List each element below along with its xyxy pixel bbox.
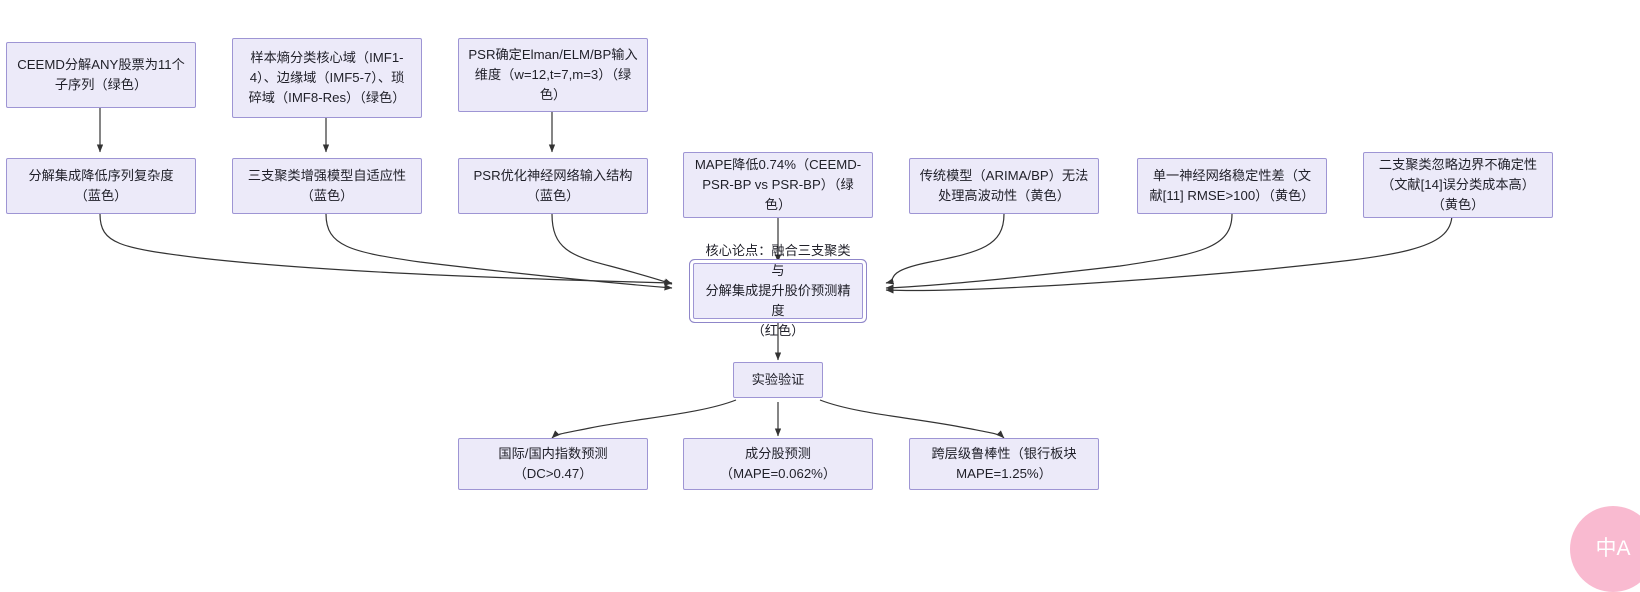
node-single-nn-unstable-label: 单一神经网络稳定性差（文 献[11] RMSE>100）（黄色） [1149,167,1315,203]
node-mape-gain[interactable]: MAPE降低0.74%（CEEMD- PSR-BP vs PSR-BP）（绿 色… [683,152,873,218]
node-ceemd-decompose[interactable]: CEEMD分解ANY股票为11个 子序列（绿色） [6,42,196,108]
node-reduce-complexity-label: 分解集成降低序列复杂度 （蓝色） [28,167,174,203]
node-two-way-ignore-label: 二支聚类忽略边界不确定性 （文献[14]误分类成本高） （黄色） [1378,156,1538,213]
node-experiment-label: 实验验证 [751,371,805,387]
watermark-badge: 中A [1570,506,1640,592]
node-psr-optimize-label: PSR优化神经网络输入结构 （蓝色） [473,167,633,203]
edge-psropt-to-core [551,213,673,285]
node-psr-input-dim[interactable]: PSR确定Elman/ELM/BP输入 维度（w=12,t=7,m=3）（绿 色… [458,38,648,112]
node-experiment[interactable]: 实验验证 [733,362,823,398]
edge-reduce-to-core [99,213,673,286]
edge-exp-to-robust [819,399,1005,439]
node-traditional-limit-label: 传统模型（ARIMA/BP）无法 处理高波动性（黄色） [919,167,1089,203]
node-two-way-ignore[interactable]: 二支聚类忽略边界不确定性 （文献[14]误分类成本高） （黄色） [1363,152,1553,218]
node-reduce-complexity[interactable]: 分解集成降低序列复杂度 （蓝色） [6,158,196,214]
node-three-way-adaptive-label: 三支聚类增强模型自适应性 （蓝色） [247,167,407,203]
edge-exp-to-index [551,399,737,439]
edge-twoway-to-core [885,213,1453,294]
node-core-claim[interactable]: 核心论点：融合三支聚类与 分解集成提升股价预测精度 （红色） [693,243,863,338]
node-ceemd-decompose-label: CEEMD分解ANY股票为11个 子序列（绿色） [17,56,185,92]
edge-traditional-to-core [885,213,1005,285]
node-result-robust-label: 跨层级鲁棒性（银行板块 MAPE=1.25%） [931,445,1077,481]
node-core-claim-label: 核心论点：融合三支聚类与 分解集成提升股价预测精度 （红色） [705,242,851,339]
node-result-component-label: 成分股预测 （MAPE=0.062%） [719,445,837,481]
node-psr-input-dim-label: PSR确定Elman/ELM/BP输入 维度（w=12,t=7,m=3）（绿 色… [468,46,638,103]
node-result-index[interactable]: 国际/国内指数预测 （DC>0.47） [458,438,648,490]
node-result-index-label: 国际/国内指数预测 （DC>0.47） [498,445,608,481]
flowchart-canvas: CEEMD分解ANY股票为11个 子序列（绿色） 样本熵分类核心域（IMF1- … [6,38,1640,592]
node-mape-gain-label: MAPE降低0.74%（CEEMD- PSR-BP vs PSR-BP）（绿 色… [694,156,862,213]
node-sample-entropy-label: 样本熵分类核心域（IMF1- 4）、边缘域（IMF5-7）、琐 碎域（IMF8-… [248,49,406,106]
node-result-robust[interactable]: 跨层级鲁棒性（银行板块 MAPE=1.25%） [909,438,1099,490]
node-sample-entropy[interactable]: 样本熵分类核心域（IMF1- 4）、边缘域（IMF5-7）、琐 碎域（IMF8-… [232,38,422,118]
node-result-component[interactable]: 成分股预测 （MAPE=0.062%） [683,438,873,490]
edge-threeway-to-core [325,213,673,291]
edge-singlenn-to-core [885,213,1233,291]
flowchart-edges [96,108,1453,439]
node-three-way-adaptive[interactable]: 三支聚类增强模型自适应性 （蓝色） [232,158,422,214]
node-traditional-limit[interactable]: 传统模型（ARIMA/BP）无法 处理高波动性（黄色） [909,158,1099,214]
node-single-nn-unstable[interactable]: 单一神经网络稳定性差（文 献[11] RMSE>100）（黄色） [1137,158,1327,214]
watermark-label: 中A [1595,536,1631,560]
node-psr-optimize[interactable]: PSR优化神经网络输入结构 （蓝色） [458,158,648,214]
